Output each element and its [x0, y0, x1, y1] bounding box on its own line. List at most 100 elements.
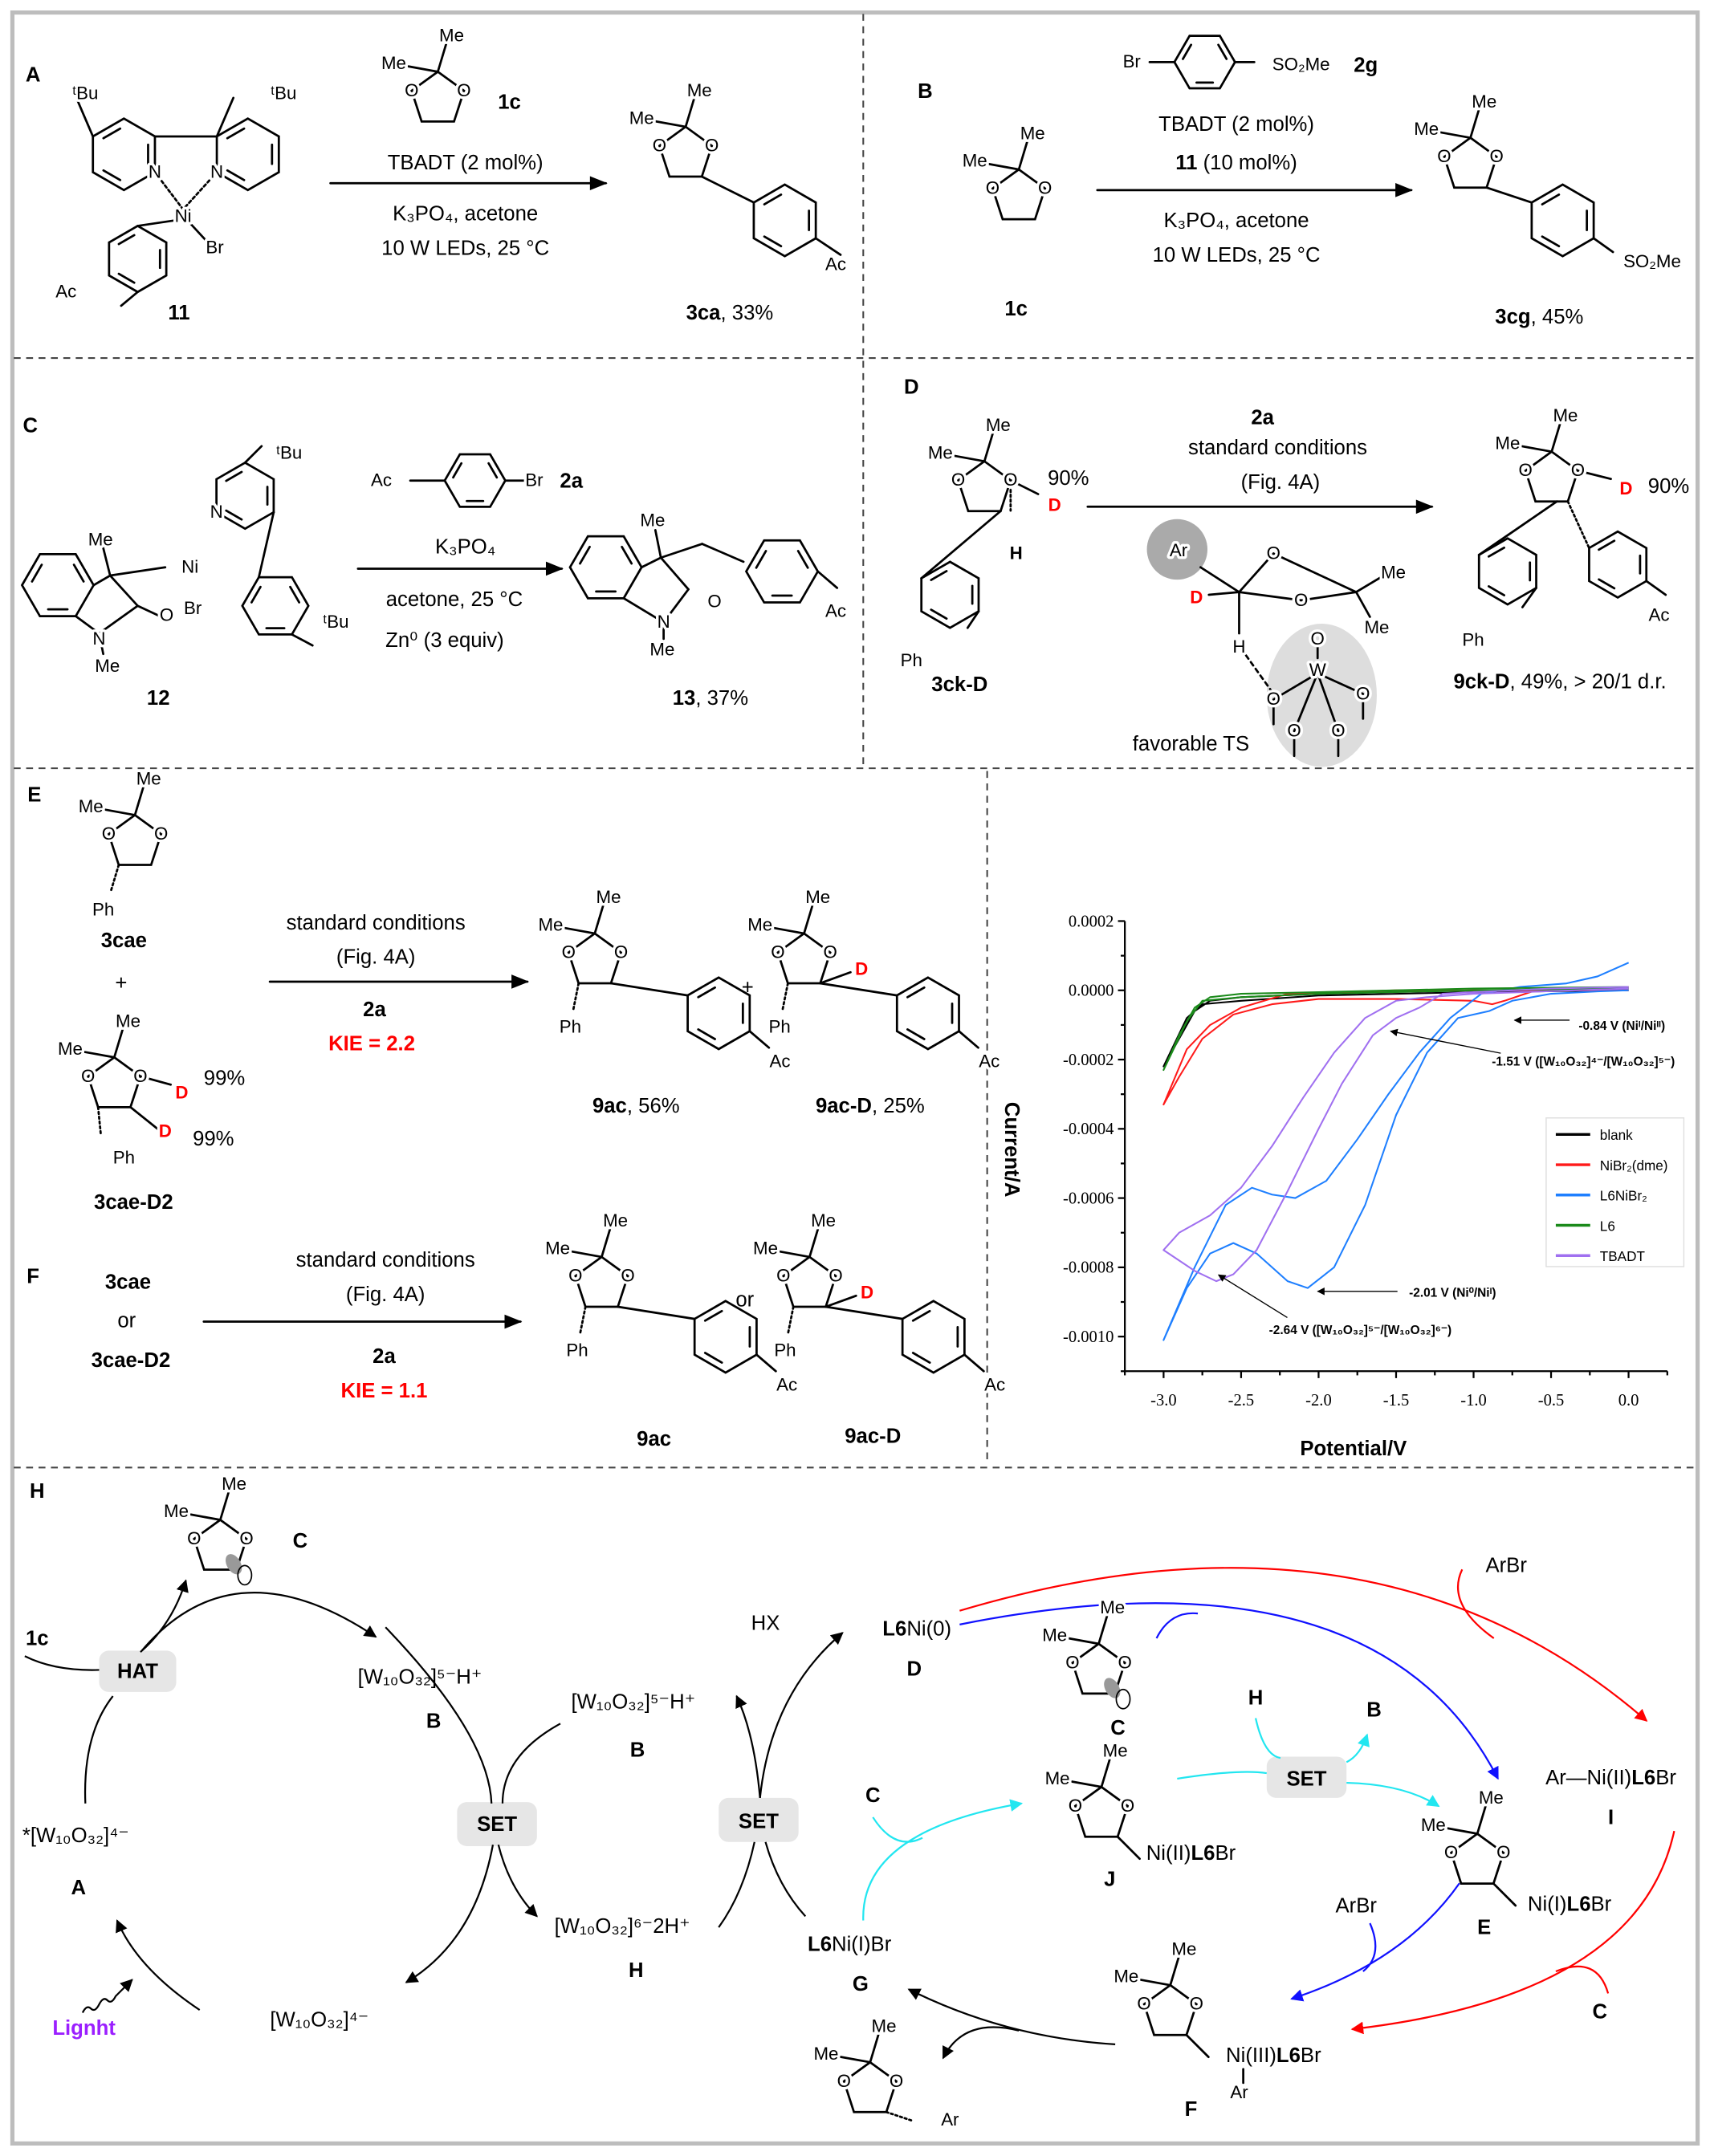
double-bond [906, 1028, 926, 1040]
bond [1645, 580, 1667, 596]
label: KIE = 1.1 [341, 1380, 428, 1402]
double-bond [1182, 43, 1192, 60]
label: H [30, 1480, 45, 1503]
bond [98, 632, 104, 656]
label: B [630, 1739, 645, 1761]
label: Me [596, 887, 621, 907]
wedge-bond [920, 510, 1002, 580]
arrow [959, 1602, 1499, 1780]
bond [108, 566, 167, 577]
label: B [426, 1710, 442, 1732]
set-box-2 [719, 1797, 799, 1842]
label: Me [88, 529, 113, 549]
label: D [1619, 478, 1632, 498]
benzene-ring [895, 976, 960, 1051]
label: + [742, 976, 754, 999]
hashed-bond [787, 1305, 795, 1336]
label-part: L6 [808, 1933, 832, 1955]
label: A [71, 1877, 86, 1899]
arrow [1346, 1733, 1370, 1763]
label: 3cae [105, 1271, 151, 1293]
label: Me [1414, 119, 1439, 139]
label: N [92, 628, 105, 649]
label: ᵗBu [72, 83, 98, 104]
label-part: Ni(I) [1528, 1894, 1567, 1916]
benzene-ring [686, 976, 751, 1051]
label-part: , 49%, > 20/1 d.r. [1510, 671, 1667, 694]
chemical-structures [20, 35, 1667, 2121]
x-tick-label: -2.0 [1305, 1392, 1332, 1410]
bond [136, 219, 177, 227]
label: O [1311, 628, 1325, 649]
bond [1476, 1804, 1487, 1835]
annotation-label: -2.01 V (Ni⁰/Niᴵ) [1409, 1287, 1496, 1300]
radical-orbital-icon [237, 1564, 253, 1586]
label: Ni [181, 557, 198, 577]
label-part: Br [1301, 2044, 1321, 2067]
label: TBADT (2 mol%) [1158, 113, 1314, 136]
benzene-ring [215, 117, 280, 192]
bond [1300, 591, 1358, 602]
label: Me [1364, 617, 1389, 637]
label: O [1267, 689, 1280, 709]
bond [824, 1294, 857, 1308]
set-box-1 [457, 1802, 537, 1846]
bond [570, 1250, 603, 1259]
label: I [1608, 1807, 1614, 1829]
bond [987, 162, 1020, 171]
label: SET [1286, 1768, 1326, 1790]
arrow [1254, 1718, 1281, 1759]
dioxolane-ring [842, 2060, 898, 2113]
arrow [501, 1723, 561, 1804]
double-bond [1488, 546, 1505, 558]
bond [963, 1353, 985, 1373]
label: E [27, 783, 41, 806]
bond [189, 1513, 222, 1521]
label: standard conditions [296, 1249, 475, 1271]
label: Me [649, 640, 674, 660]
bond [136, 604, 160, 617]
double-bond [911, 1352, 931, 1364]
dioxolane-ring [87, 1056, 142, 1109]
label: B [918, 80, 933, 103]
label: Me [79, 796, 104, 816]
compound-label: 9ck-D, 49%, > 20/1 d.r. [1453, 671, 1666, 694]
bond [436, 43, 448, 73]
label: Ac [770, 1051, 791, 1071]
dioxolane-ring [991, 168, 1047, 221]
label: Me [381, 53, 406, 73]
bond [1521, 587, 1537, 608]
arrow [942, 2026, 1020, 2060]
label: 1c [1004, 298, 1028, 320]
label: O [154, 824, 168, 844]
label: O [133, 1066, 147, 1086]
double-bond [250, 585, 262, 604]
series-line-1 [1162, 986, 1629, 1106]
label: Ni [175, 205, 192, 226]
double-bond [1541, 235, 1561, 248]
wedge-bond [824, 1305, 904, 1320]
bond [1199, 566, 1240, 593]
hashed-bond [781, 982, 789, 1012]
bond [593, 905, 605, 935]
label: C [1593, 2000, 1608, 2023]
radical-orbital-icon [1104, 1678, 1121, 1698]
label: Me [872, 2016, 897, 2036]
series-line-2 [1162, 962, 1630, 1341]
compound-label: Ni(III)L6Br [1226, 2044, 1321, 2067]
hat-box [99, 1650, 177, 1692]
label: Me [814, 2044, 839, 2064]
bond [622, 596, 665, 624]
double-bond [102, 127, 122, 140]
label: O [405, 80, 418, 100]
bond [563, 926, 596, 935]
arrow [24, 1655, 100, 1671]
label: C [1110, 1717, 1126, 1739]
double-bond [930, 570, 948, 581]
bond [819, 970, 852, 985]
label-part: 3ca [686, 302, 722, 324]
label: O [1065, 1652, 1079, 1672]
bond [103, 808, 136, 816]
dioxolane-ring [574, 1255, 629, 1308]
double-bond [1598, 539, 1616, 551]
